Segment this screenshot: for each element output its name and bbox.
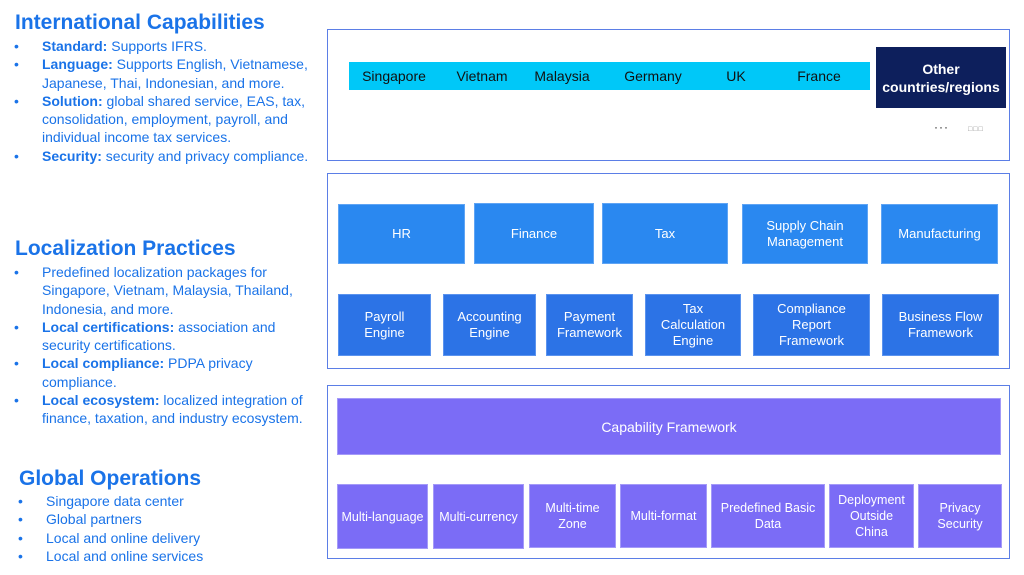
capability-multi-time-zone: Multi-time Zone <box>529 484 616 548</box>
list-item: • Local certifications: association and s… <box>14 318 322 355</box>
capability-multi-format: Multi-format <box>620 484 707 548</box>
bullet-icon: • <box>14 92 19 109</box>
list-item: • Security: security and privacy complian… <box>14 147 317 165</box>
list-item: • Standard: Supports IFRS. <box>14 37 317 55</box>
country-france: France <box>797 68 841 84</box>
global-list: •Singapore data center •Global partners … <box>18 492 316 565</box>
bullet-icon: • <box>18 511 23 528</box>
engine-business-flow: Business Flow Framework <box>882 294 999 356</box>
bullet-icon: • <box>14 318 19 335</box>
engine-payroll: Payroll Engine <box>338 294 431 356</box>
list-item: • Singapore data center <box>18 492 316 510</box>
capability-privacy-security: Privacy Security <box>918 484 1002 548</box>
item-text: Global partners <box>46 511 142 528</box>
ellipsis-small-icon: □□□ <box>968 126 984 133</box>
bullet-icon: • <box>18 547 23 564</box>
bullet-icon: • <box>18 493 23 509</box>
bullet-icon: • <box>14 38 19 54</box>
countries-bar: Singapore Vietnam Malaysia Germany UK Fr… <box>349 62 870 90</box>
country-germany: Germany <box>624 68 682 84</box>
bullet-icon: • <box>14 56 19 73</box>
item-text: Singapore data center <box>46 493 184 509</box>
capability-predefined-basic-data: Predefined Basic Data <box>711 484 825 548</box>
list-item: • Global partners <box>18 510 316 528</box>
engine-compliance-report: Compliance Report Framework <box>753 294 870 356</box>
capability-framework-bar: Capability Framework <box>337 398 1001 455</box>
module-manufacturing: Manufacturing <box>881 204 998 264</box>
item-text: association and security certifications. <box>42 318 276 354</box>
list-item: • Local and online delivery <box>18 529 316 547</box>
list-item: • Local compliance: PDPA privacy complian… <box>14 354 322 391</box>
item-label: Security: <box>42 147 102 164</box>
global-title: Global Operations <box>19 467 202 490</box>
item-text: PDPA privacy compliance. <box>42 355 253 390</box>
bullet-icon: • <box>18 529 23 546</box>
capability-multi-currency: Multi-currency <box>433 484 524 549</box>
item-text: global shared service, EAS, tax, consoli… <box>42 92 305 146</box>
country-malaysia: Malaysia <box>534 68 590 84</box>
item-text: Supports IFRS. <box>107 38 207 54</box>
ellipsis-icon: ··· <box>934 120 949 134</box>
bullet-icon: • <box>14 355 19 372</box>
list-item: • Language: Supports English, Vietnamese,… <box>14 55 317 92</box>
international-title: International Capabilities <box>15 11 265 34</box>
localization-title: Localization Practices <box>15 237 236 260</box>
other-regions-box: Other countries/regions <box>876 47 1006 108</box>
item-label: Language: <box>42 56 113 73</box>
bullet-icon: • <box>14 264 19 280</box>
capability-deployment-outside-china: Deployment Outside China <box>829 484 914 548</box>
item-text: Local and online services <box>46 547 204 564</box>
bullet-icon: • <box>14 392 19 409</box>
item-label: Local ecosystem: <box>42 392 160 409</box>
engine-payment: Payment Framework <box>546 294 633 356</box>
country-uk: UK <box>726 68 746 84</box>
country-vietnam: Vietnam <box>456 68 508 84</box>
module-hr: HR <box>338 204 465 264</box>
module-supply-chain: Supply Chain Management <box>742 204 868 264</box>
international-list: • Standard: Supports IFRS. • Language: Sup… <box>14 37 317 165</box>
item-text: security and privacy compliance. <box>101 147 309 164</box>
item-text: localized integration of finance, taxati… <box>42 392 303 427</box>
list-item: • Local and online services <box>18 547 316 565</box>
list-item: • Local ecosystem: localized integration … <box>14 391 322 428</box>
item-text: Supports English, Vietnamese, Japanese, … <box>42 56 308 91</box>
bullet-icon: • <box>14 147 19 164</box>
engine-tax-calculation: Tax Calculation Engine <box>645 294 741 356</box>
module-finance: Finance <box>474 203 594 264</box>
item-text: Predefined localization packages for Sin… <box>42 264 293 317</box>
item-text: Local and online delivery <box>46 529 201 546</box>
item-label: Solution: <box>42 92 103 109</box>
capability-multi-language: Multi-language <box>337 484 428 549</box>
item-label: Standard: <box>42 38 108 54</box>
country-singapore: Singapore <box>362 68 426 84</box>
module-tax: Tax <box>602 203 728 264</box>
list-item: • Solution: global shared service, EAS, t… <box>14 92 317 147</box>
item-label: Local compliance: <box>42 355 165 372</box>
localization-list: • Predefined localization packages for Si… <box>14 263 322 428</box>
item-label: Local certifications: <box>42 318 175 335</box>
engine-accounting: Accounting Engine <box>443 294 536 356</box>
list-item: • Predefined localization packages for Si… <box>14 263 322 318</box>
